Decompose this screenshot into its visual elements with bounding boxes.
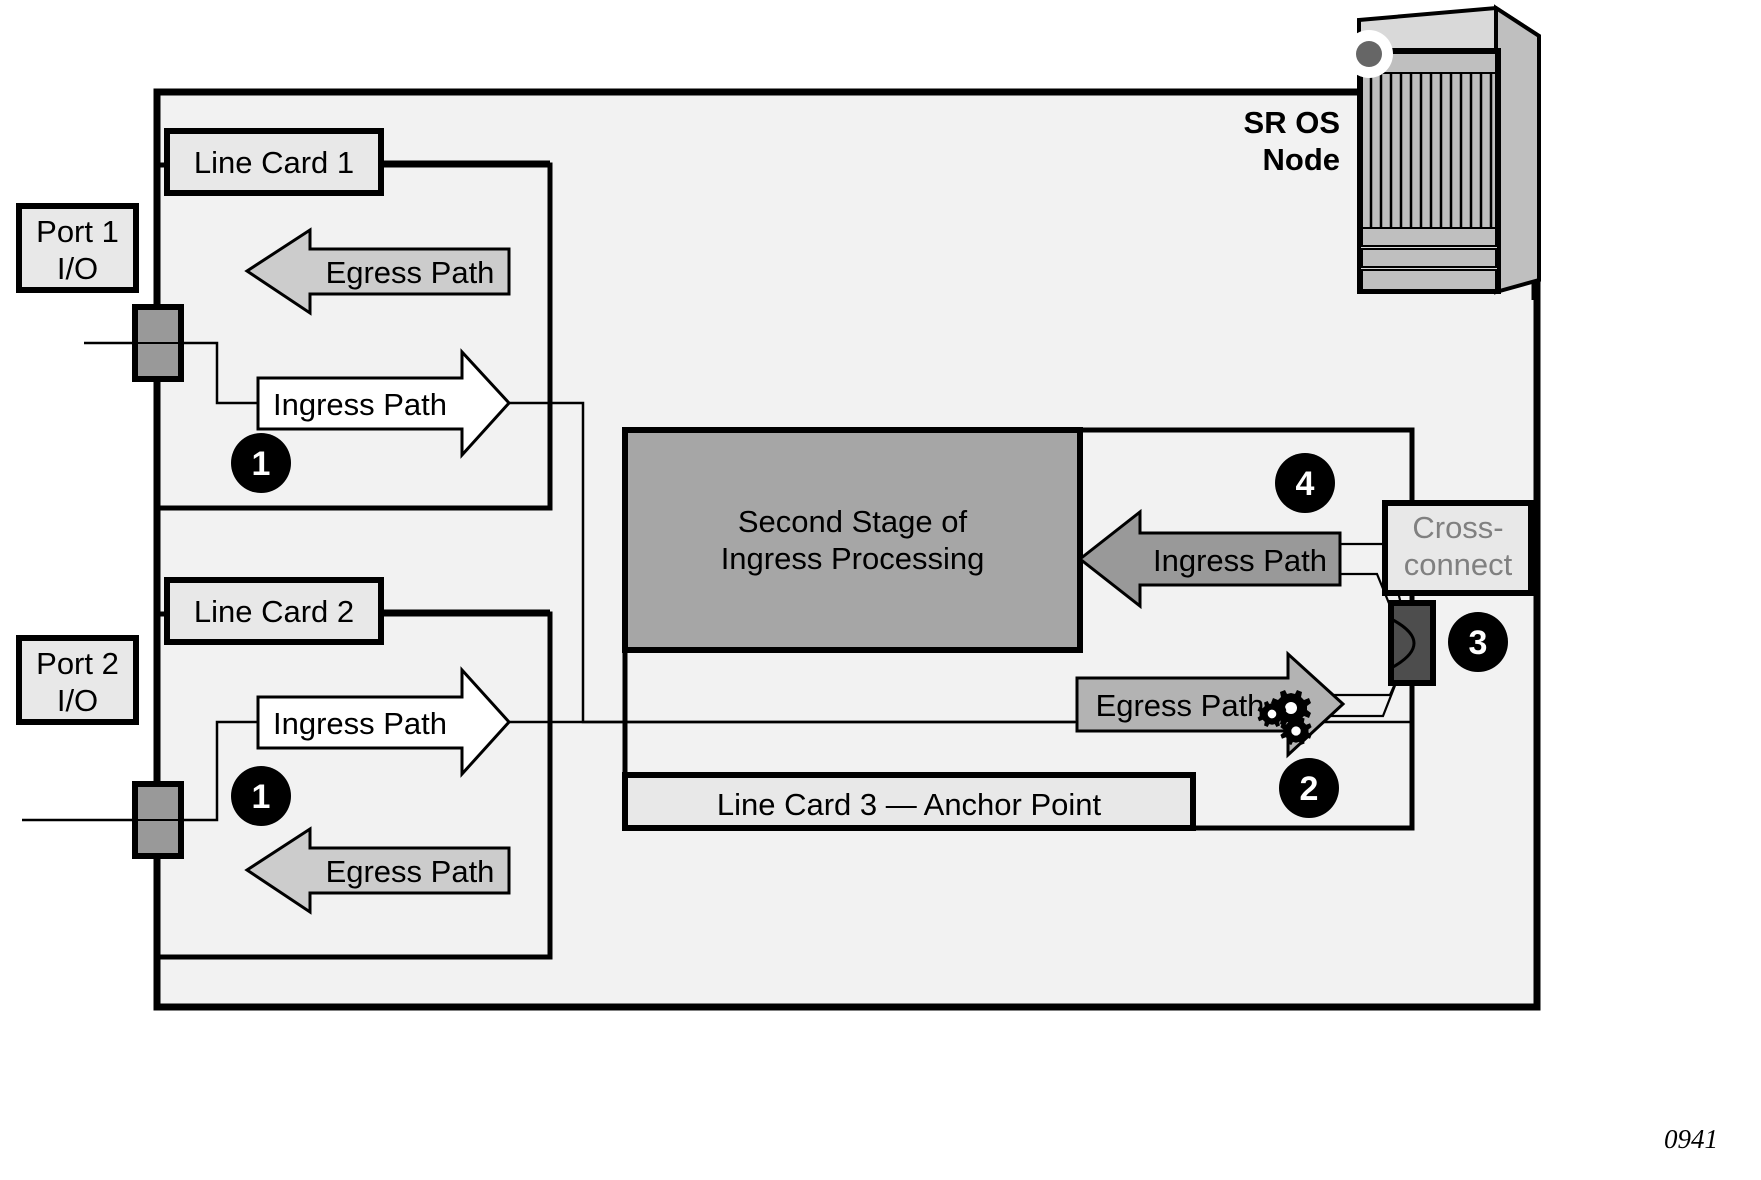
ingress-path-card2-label: Ingress Path	[272, 706, 448, 741]
ingress-path-card3-arrow	[1077, 508, 1342, 610]
callout-2-badge	[1279, 758, 1339, 818]
callout-2-number: 2	[1299, 770, 1319, 808]
egress-path-card3-arrow	[1075, 650, 1346, 759]
callout-1-card2-badge	[231, 766, 291, 826]
sr-os-node-line1: SR OS	[1243, 105, 1340, 140]
second-stage-line1: Second Stage of	[737, 504, 968, 539]
line-card-1-label: Line Card 1	[193, 145, 355, 180]
line-card-1-box	[164, 128, 384, 196]
callout-4-badge	[1275, 453, 1335, 513]
callout-4-number: 4	[1295, 465, 1315, 503]
sr-os-node-line2: Node	[1262, 141, 1341, 177]
gears-icon	[1257, 690, 1312, 746]
second-stage-line2: Ingress Processing	[720, 540, 985, 576]
figure-id: 0941	[1664, 1124, 1718, 1154]
port-2-label-line1: Port 2	[36, 646, 119, 681]
line-card-3-label: Line Card 3 — Anchor Point	[716, 787, 1102, 822]
egress-path-card1-label: Egress Path	[325, 255, 495, 290]
ingress-path-card2-arrow	[256, 666, 512, 778]
cross-connect-line1: Cross-	[1412, 510, 1504, 545]
ingress-path-card3-label: Ingress Path	[1152, 543, 1328, 578]
line-card-3-box	[622, 772, 1196, 831]
callout-1-card2-number: 1	[251, 778, 271, 816]
port-1-label-line2: I/O	[56, 250, 99, 286]
port-2-label-line2: I/O	[56, 682, 99, 718]
port-1-box	[16, 203, 139, 293]
line-card-2-label: Line Card 2	[193, 594, 355, 629]
callout-3-number: 3	[1468, 624, 1488, 662]
cross-connect-line2: connect	[1403, 546, 1513, 582]
second-stage-box	[622, 427, 1083, 653]
ingress-path-card1-label: Ingress Path	[272, 387, 448, 422]
callout-1-card1-number: 1	[251, 445, 271, 483]
line-card-2-box	[164, 577, 384, 645]
loopback-curve-icon	[1392, 618, 1416, 669]
cross-connect-port-icon	[1388, 600, 1436, 686]
egress-path-card3-label: Egress Path	[1095, 688, 1265, 723]
cross-connect-box[interactable]	[1382, 500, 1534, 596]
status-led-icon	[1345, 30, 1393, 78]
callout-3-badge	[1448, 612, 1508, 672]
router-chassis-icon	[1357, 4, 1541, 300]
port-1-label-line1: Port 1	[36, 214, 119, 249]
egress-path-card2-arrow	[244, 826, 511, 915]
callout-1-card1-badge	[231, 433, 291, 493]
egress-path-card1-arrow	[244, 227, 511, 316]
port-1-ingress-wire	[181, 341, 258, 405]
port-2-ingress-wire	[181, 720, 258, 822]
cross-connect-label: Cross-connect	[1385, 510, 1531, 583]
port-2-box	[16, 635, 139, 725]
ingress-path-card1-arrow	[256, 348, 512, 459]
egress-path-card2-label: Egress Path	[325, 854, 495, 889]
